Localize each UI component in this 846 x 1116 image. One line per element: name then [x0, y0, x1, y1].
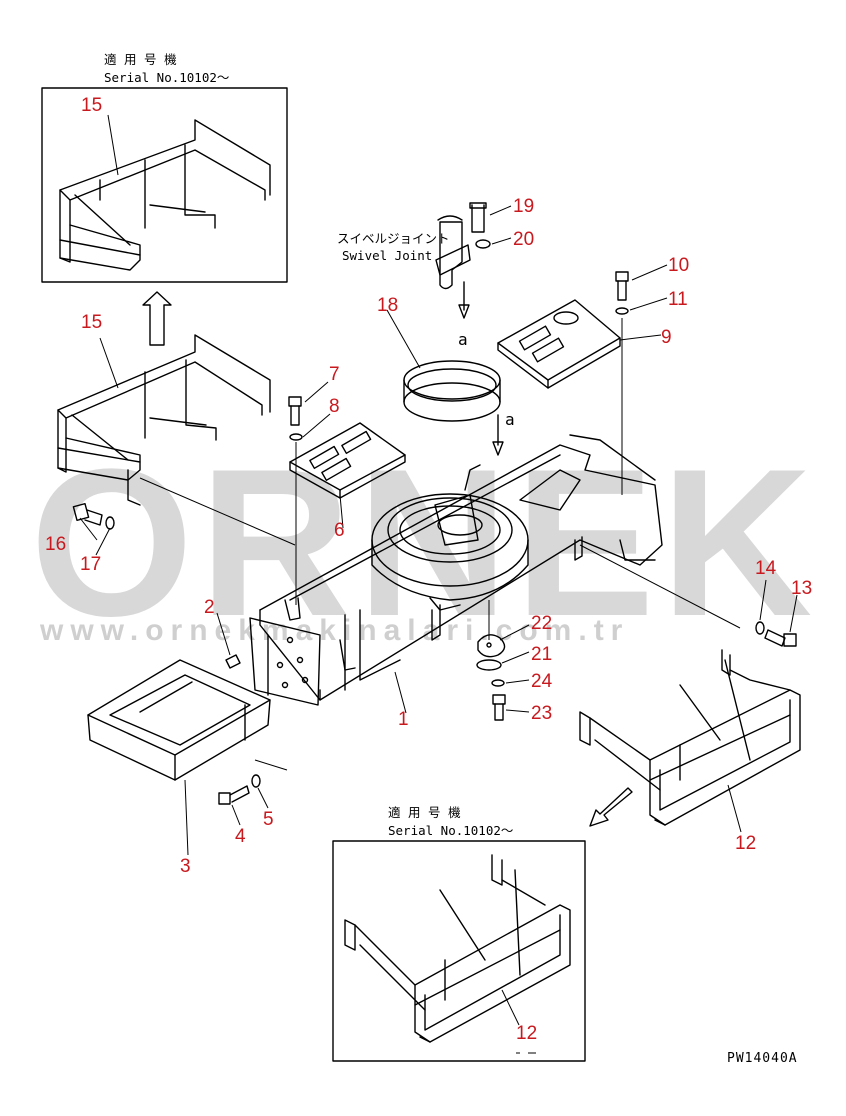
callout-2: 2	[204, 597, 215, 618]
guard-15-drawing	[57, 334, 271, 506]
cover-9	[497, 299, 621, 389]
watermark-brand: ORNEK	[30, 425, 818, 660]
bolt-4	[218, 785, 250, 805]
bolt-2	[225, 654, 241, 669]
washer-11	[615, 307, 629, 315]
callout-8: 8	[329, 396, 340, 417]
callout-24: 24	[531, 671, 553, 692]
guard-12-drawing	[579, 649, 801, 826]
callout-17: 17	[80, 554, 101, 575]
callout-10: 10	[668, 255, 689, 276]
bolt-23	[492, 694, 506, 721]
guard-15-inset-drawing	[59, 119, 271, 271]
watermark-url: www.ornekmakinalari.com.tr	[39, 614, 629, 647]
callout-3: 3	[180, 856, 191, 877]
swivel-label-jp: スイベルジョイント	[337, 231, 450, 246]
washer-5	[251, 774, 261, 788]
ref-a-arrow: a	[492, 410, 515, 456]
guard-12-inset-drawing	[344, 854, 571, 1043]
callout-7: 7	[329, 364, 340, 385]
callout-1: 1	[398, 709, 409, 730]
bottom-serial-en: Serial No.10102〜	[388, 823, 513, 838]
main-frame-1	[249, 434, 663, 706]
top-serial-en: Serial No.10102〜	[104, 70, 229, 85]
washer-8	[289, 433, 303, 441]
callout-15-main: 15	[81, 312, 102, 333]
down-left-arrow	[589, 787, 633, 827]
up-arrow	[142, 291, 172, 346]
bottom-serial-jp: 適 用 号 機	[388, 805, 461, 820]
callout-11: 11	[668, 289, 688, 310]
callout-21: 21	[531, 644, 552, 665]
cover-6	[289, 422, 406, 499]
top-inset: 適 用 号 機 Serial No.10102〜	[41, 52, 288, 283]
callout-6: 6	[334, 520, 345, 541]
bolt-13	[764, 629, 797, 647]
callout-9: 9	[661, 327, 672, 348]
bottom-inset-frame	[332, 840, 586, 1062]
callout-12-inset: 12	[516, 1023, 537, 1044]
arrow-down-a	[458, 304, 470, 319]
callout-12-main: 12	[735, 833, 756, 854]
callout-18: 18	[377, 295, 398, 316]
top-inset-frame	[41, 87, 288, 283]
callout-4: 4	[235, 826, 246, 847]
callout-labels: 1 2 3 4 5 6 7 8 9 10 11 12 12 13 14 15 1…	[45, 95, 812, 1044]
step-3	[87, 659, 271, 781]
leader-lines	[79, 114, 798, 1026]
callout-15-inset: 15	[81, 95, 102, 116]
callout-14: 14	[755, 558, 777, 579]
callout-22: 22	[531, 613, 552, 634]
bolt-7	[288, 396, 302, 426]
ref-a2: a	[505, 410, 515, 429]
top-serial-jp: 適 用 号 機	[104, 52, 177, 67]
washer-14	[755, 621, 765, 635]
callout-19: 19	[513, 196, 534, 217]
bolt-10	[615, 271, 629, 301]
bolt-16	[72, 502, 103, 526]
callout-13: 13	[791, 578, 812, 599]
ring-18	[403, 360, 501, 422]
drawing-code: PW14040A	[727, 1051, 798, 1066]
gasket-21	[476, 659, 502, 671]
callout-20: 20	[513, 229, 534, 250]
callout-16: 16	[45, 534, 66, 555]
callout-5: 5	[263, 809, 274, 830]
bottom-inset: 適 用 号 機 Serial No.10102〜	[332, 805, 586, 1062]
callout-23: 23	[531, 703, 552, 724]
swivel-label-en: Swivel Joint	[342, 248, 432, 263]
washer-24	[491, 679, 505, 687]
ref-a1: a	[458, 330, 468, 349]
swivel-joint: スイベルジョイント Swivel Joint a	[337, 202, 491, 349]
